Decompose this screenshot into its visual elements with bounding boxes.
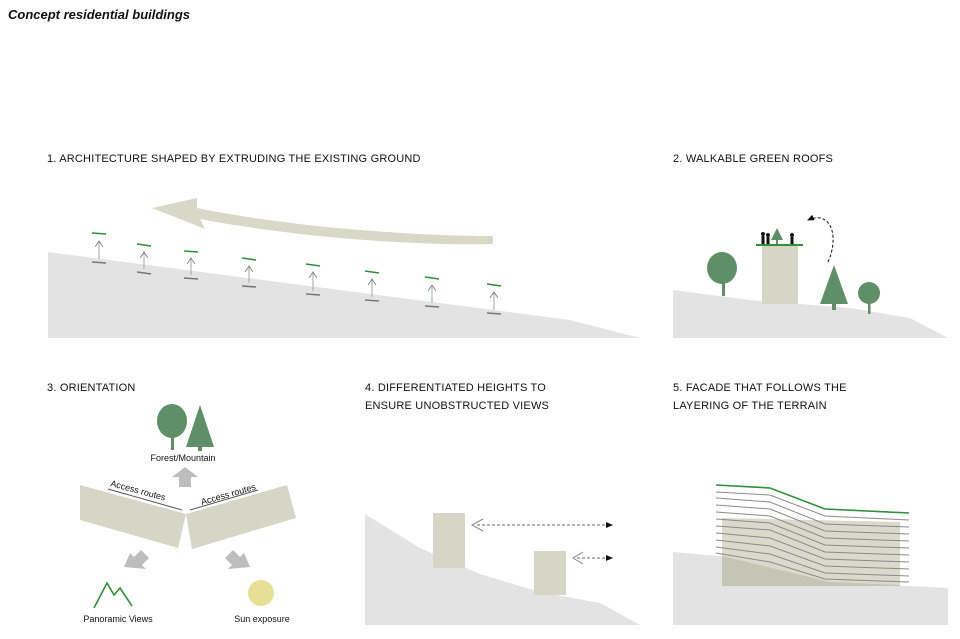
left-access-line: [107, 488, 183, 511]
short-building: [534, 551, 566, 595]
conifer-tree-icon: [820, 265, 848, 310]
dashed-curve-arrow: [807, 214, 834, 263]
extrusion-markers: [91, 232, 502, 315]
section-4-title: 4. DIFFERENTIATED HEIGHTS TO ENSURE UNOB…: [365, 379, 549, 415]
section-2-title: 2. WALKABLE GREEN ROOFS: [673, 150, 833, 168]
forest-mountain-label: Forest/Mountain: [150, 453, 215, 463]
section-2-diagram: [673, 214, 948, 338]
extrusion-marker: [424, 276, 440, 308]
layer-line: [715, 532, 910, 563]
small-tree-icon: [858, 282, 880, 314]
section-5-title-line1: 5. FACADE THAT FOLLOWS THE: [673, 382, 847, 394]
sun-exposure-label: Sun exposure: [234, 614, 290, 624]
section-3-title: 3. ORIENTATION: [47, 379, 136, 397]
extrusion-marker: [364, 270, 380, 302]
layer-line: [715, 552, 910, 583]
layer-line: [715, 504, 910, 535]
down-right-arrow: [225, 550, 250, 569]
section-4-title-line2: ENSURE UNOBSTRUCTED VIEWS: [365, 400, 550, 412]
up-arrow: [172, 467, 198, 487]
view-chevron-left-2: [572, 551, 584, 565]
section-3-diagram: Forest/Mountain Access routes Access rou…: [80, 404, 296, 624]
down-left-arrow: [124, 550, 149, 569]
layer-line: [715, 525, 910, 556]
page-title: Concept residential buildings: [8, 7, 191, 22]
section-5-title: 5. FACADE THAT FOLLOWS THE LAYERING OF T…: [673, 379, 847, 415]
right-building: [186, 485, 296, 549]
extrusion-marker: [305, 263, 321, 296]
mountain-icon: [93, 581, 133, 609]
section-2-title-text: 2. WALKABLE GREEN ROOFS: [673, 153, 834, 165]
slope-ground: [365, 514, 640, 625]
extrusion-marker: [136, 243, 152, 275]
layer-line: [715, 518, 910, 549]
green-roof-layer: [715, 484, 910, 514]
section-1-title: 1. ARCHITECTURE SHAPED BY EXTRUDING THE …: [47, 150, 421, 168]
section-5-diagram: [673, 484, 948, 625]
facade-lower-shade: [722, 556, 900, 586]
section-1-diagram: [48, 198, 640, 338]
extrusion-marker: [241, 257, 257, 288]
roof-tree-icon: [771, 228, 783, 244]
layer-line: [715, 497, 910, 528]
section-1-title-text: 1. ARCHITECTURE SHAPED BY EXTRUDING THE …: [47, 153, 421, 165]
section-5-title-line2: LAYERING OF THE TERRAIN: [673, 400, 827, 412]
left-building: [80, 485, 186, 548]
tall-building: [433, 513, 465, 568]
curved-flow-arrow: [152, 198, 493, 245]
hill-ground: [673, 290, 948, 338]
extrusion-marker: [486, 283, 502, 315]
sun-icon: [248, 580, 274, 606]
layer-line: [715, 511, 910, 542]
right-access-line: [189, 489, 259, 511]
layer-line: [715, 539, 910, 570]
forest-trees-icon: [157, 404, 214, 451]
terrain-layer-lines: [715, 491, 910, 583]
view-chevron-left-1: [470, 518, 484, 532]
section-4-diagram: [365, 513, 640, 625]
layer-line: [715, 546, 910, 577]
roof-people-icon: [761, 232, 794, 244]
panoramic-views-label: Panoramic Views: [83, 614, 153, 624]
section-4-title-line1: 4. DIFFERENTIATED HEIGHTS TO: [365, 382, 547, 394]
building-block: [762, 246, 798, 304]
section-3-title-text: 3. ORIENTATION: [47, 382, 136, 394]
sloped-ground: [48, 252, 640, 338]
extrusion-marker: [183, 250, 199, 280]
deciduous-tree-icon: [707, 252, 737, 296]
extrusion-marker: [91, 232, 107, 264]
layer-line: [715, 491, 910, 521]
